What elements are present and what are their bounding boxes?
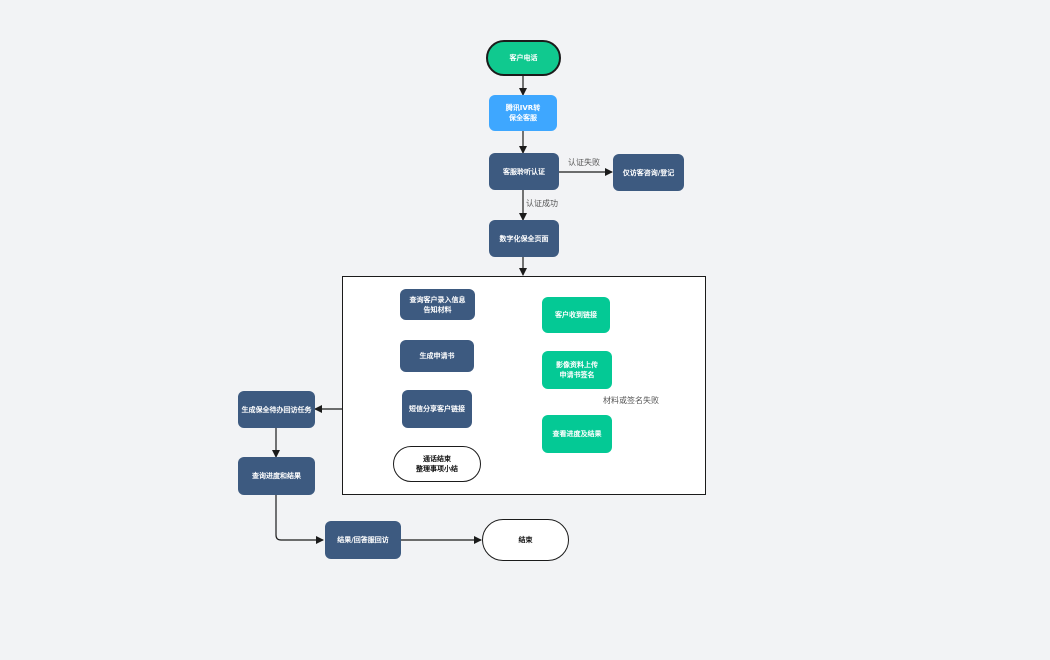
node-pending-task[interactable]: 生成保全待办回访任务 (238, 391, 315, 428)
node-start[interactable]: 客户电话 (486, 40, 561, 76)
label-upload-fail: 材料或签名失败 (603, 396, 659, 405)
label-auth-success: 认证成功 (526, 199, 558, 208)
node-ivr[interactable]: 腾讯IVR转 保全客服 (489, 95, 557, 131)
node-sms[interactable]: 短信分享客户链接 (402, 390, 472, 428)
node-upload[interactable]: 影像资料上传 申请书签名 (542, 351, 612, 389)
node-query-progress[interactable]: 查询进度和结果 (238, 457, 315, 495)
node-result-callback[interactable]: 结果/回答服回访 (325, 521, 401, 559)
node-digital[interactable]: 数字化保全页面 (489, 220, 559, 257)
node-auth[interactable]: 客服聆听认证 (489, 153, 559, 190)
node-visitor[interactable]: 仅访客咨询/登记 (613, 154, 684, 191)
node-input[interactable]: 查询客户录入信息 告知材料 (400, 289, 475, 320)
node-receive-link[interactable]: 客户收到链接 (542, 297, 610, 333)
node-end-call[interactable]: 通话结束 整理事项小结 (393, 446, 481, 482)
label-auth-fail: 认证失败 (568, 158, 600, 167)
edge-query-result (275, 495, 324, 544)
node-end[interactable]: 结束 (482, 519, 569, 561)
node-view-progress[interactable]: 查看进度及结果 (542, 415, 612, 453)
node-generate[interactable]: 生成申请书 (400, 340, 474, 372)
